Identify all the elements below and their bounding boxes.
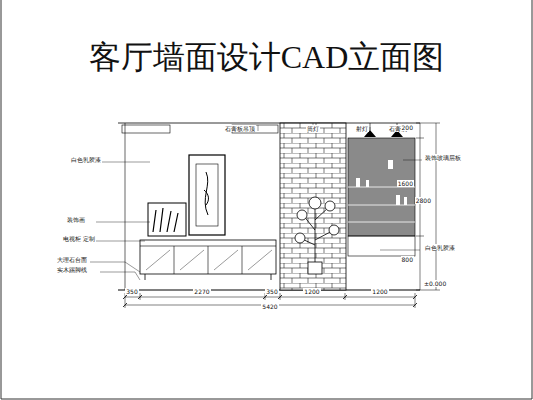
dimension: 2270 bbox=[193, 288, 210, 295]
dimension: 800 bbox=[401, 256, 414, 263]
material-callout: 装饰画 bbox=[66, 216, 86, 223]
material-callout: 实木踢脚线 bbox=[56, 266, 88, 273]
level-mark: ±0.000 bbox=[423, 280, 447, 287]
dimension: 350 bbox=[125, 288, 138, 295]
dimension: 2800 bbox=[415, 197, 432, 204]
material-callout: 装饰玻璃层板 bbox=[424, 154, 462, 161]
dimension: 1600 bbox=[397, 180, 414, 187]
material-callout: 电视柜 定制 bbox=[62, 235, 96, 242]
dimension: 200 bbox=[401, 124, 414, 131]
dimension: 1200 bbox=[303, 288, 320, 295]
material-callout: 白色乳胶漆 bbox=[70, 156, 102, 163]
material-callout: 白色乳胶漆 bbox=[424, 244, 456, 251]
light-callout: 筒灯 bbox=[306, 125, 320, 132]
light-callout: 射灯 bbox=[355, 125, 369, 132]
ceiling-callout: 石膏板吊顶 bbox=[224, 125, 256, 132]
drawing-title: 客厅墙面设计CAD立面图 bbox=[0, 36, 533, 80]
dimension: 5420 bbox=[261, 303, 278, 310]
dimension: 350 bbox=[265, 288, 278, 295]
dimension: 1200 bbox=[371, 288, 388, 295]
material-callout: 大理石台面 bbox=[56, 256, 88, 263]
